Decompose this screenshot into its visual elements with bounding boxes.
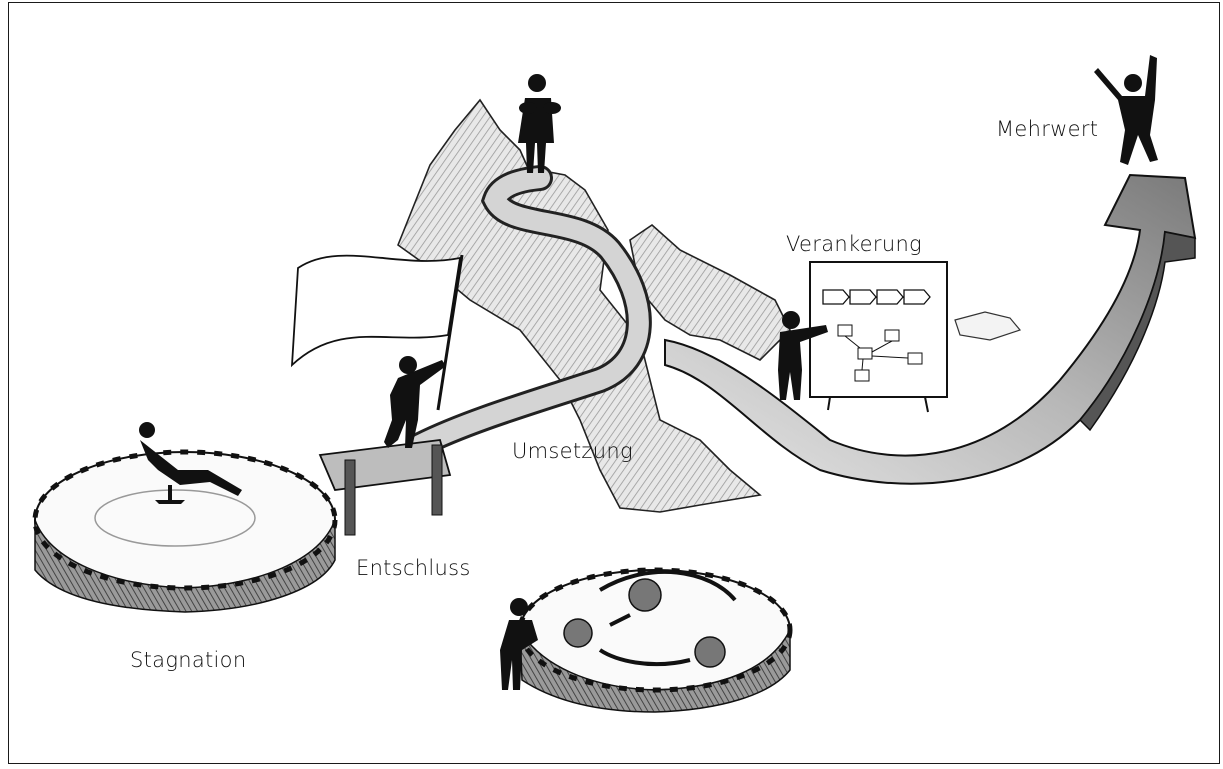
growth-arrow-icon [664,173,1197,485]
label-mehrwert: Mehrwert [996,117,1099,141]
person-icon [1094,55,1158,165]
flag-icon [290,254,464,411]
label-verankerung: Verankerung [786,232,922,256]
binoculars-icon [519,102,537,114]
label-umsetzung: Umsetzung [512,439,633,463]
small-gear-icon [563,618,593,648]
process-gear-icon [517,567,793,713]
small-gear-icon [628,578,662,612]
chair-icon [139,422,242,504]
stagnation-gear-icon [32,449,338,613]
person-icon [500,598,538,690]
road [407,165,652,458]
board-icon [809,261,948,413]
person-icon [778,311,828,400]
label-stagnation: Stagnation [130,648,247,672]
small-gear-icon [694,636,726,668]
person-icon [384,356,446,448]
label-entschluss: Entschluss [356,556,471,580]
bridge [318,439,452,536]
person-icon [518,74,561,173]
